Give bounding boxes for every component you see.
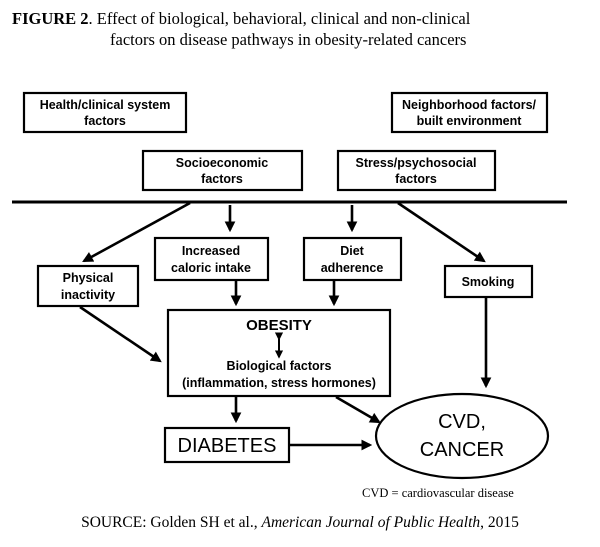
stress-box: Stress/psychosocial factors	[336, 149, 497, 192]
smoking-label: Smoking	[462, 275, 515, 289]
arrow-to-physical-inactivity	[82, 201, 191, 263]
caloric-intake-box: Increased caloric intake	[153, 236, 270, 282]
health-clinical-line-1: Health/clinical system	[40, 98, 171, 112]
caption-line-2: factors on disease pathways in obesity-r…	[110, 30, 467, 49]
source-prefix: SOURCE: Golden SH et al.,	[81, 514, 262, 531]
arrow-obesity-to-outcome	[335, 395, 381, 424]
stress-line-2: factors	[395, 172, 437, 186]
arrow-to-smoking	[397, 201, 486, 263]
figure-label: FIGURE 2	[12, 9, 89, 28]
caloric-intake-line-1: Increased	[182, 244, 240, 258]
diet-line-2: adherence	[321, 261, 384, 275]
biological-line-2: (inflammation, stress hormones)	[182, 376, 376, 390]
outcome-line-1: CVD,	[438, 411, 486, 433]
journal-name: American Journal of Public Health	[261, 514, 481, 531]
caloric-intake-line-2: caloric intake	[171, 261, 251, 275]
physical-inactivity-box: Physical inactivity	[36, 264, 140, 308]
diet-adherence-box: Diet adherence	[302, 236, 403, 282]
physical-inactivity-line-1: Physical	[63, 271, 114, 285]
outcome-line-2: CANCER	[420, 439, 504, 461]
health-clinical-box: Health/clinical system factors	[22, 91, 188, 134]
figure-caption: FIGURE 2. Effect of biological, behavior…	[12, 8, 592, 50]
obesity-label: OBESITY	[246, 317, 312, 334]
stress-line-1: Stress/psychosocial	[356, 156, 477, 170]
source-suffix: , 2015	[480, 514, 519, 531]
diabetes-label: DIABETES	[178, 435, 277, 457]
neighborhood-line-1: Neighborhood factors/	[402, 98, 537, 112]
socioeconomic-box: Socioeconomic factors	[141, 149, 304, 192]
neighborhood-line-2: built environment	[417, 114, 523, 128]
biological-line-1: Biological factors	[227, 359, 332, 373]
neighborhood-box: Neighborhood factors/ built environment	[390, 91, 549, 134]
source-citation: SOURCE: Golden SH et al., American Journ…	[0, 514, 600, 532]
cvd-cancer-ellipse: CVD, CANCER	[374, 392, 550, 480]
health-clinical-line-2: factors	[84, 114, 126, 128]
caption-line-1: . Effect of biological, behavioral, clin…	[88, 9, 471, 28]
footnote: CVD = cardiovascular disease	[362, 486, 514, 500]
socioeconomic-line-1: Socioeconomic	[176, 156, 268, 170]
smoking-box: Smoking	[443, 264, 534, 299]
diabetes-box: DIABETES	[163, 426, 291, 464]
arrow-inactivity-to-obesity	[79, 305, 162, 363]
socioeconomic-line-2: factors	[201, 172, 243, 186]
diet-line-1: Diet	[340, 244, 364, 258]
physical-inactivity-line-2: inactivity	[61, 288, 115, 302]
